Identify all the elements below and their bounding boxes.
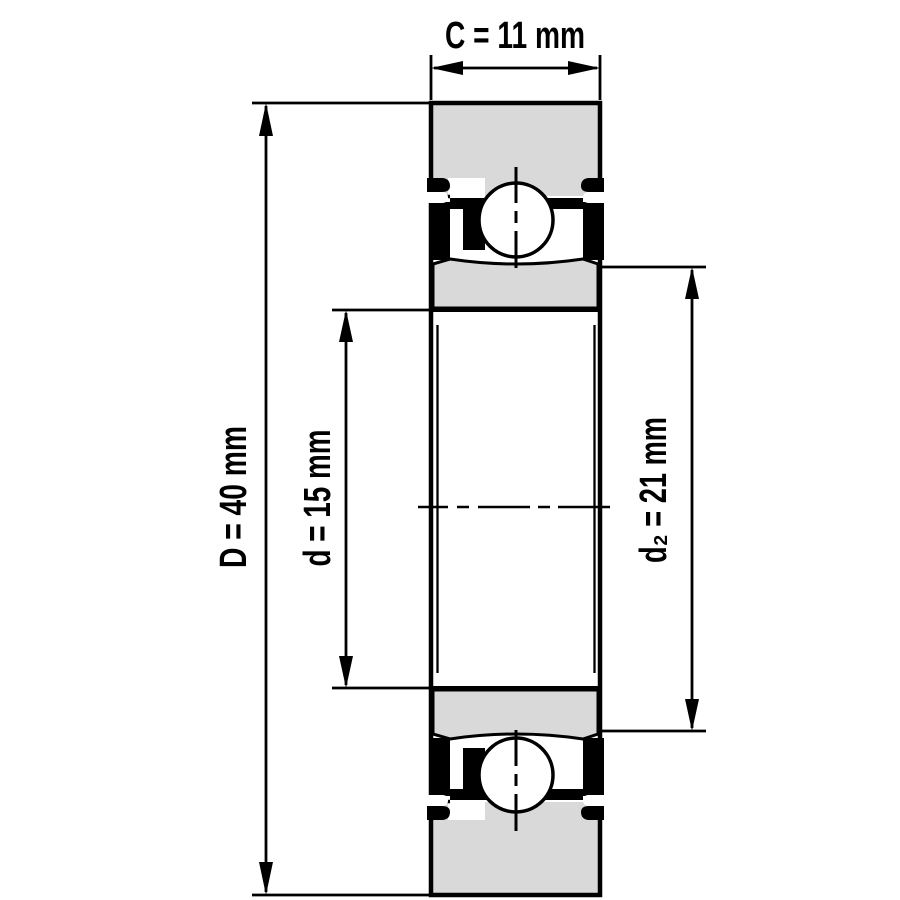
- arrowhead-top: [339, 310, 353, 342]
- dimension-d-label: d = 15 mm: [297, 430, 339, 567]
- inner-ring-top-fill: [431, 257, 600, 310]
- dimension-d2: d₂ = 21 mm: [602, 265, 706, 733]
- arrowhead-bottom: [259, 862, 273, 895]
- dimension-d: d = 15 mm: [297, 308, 429, 690]
- dimension-D-label: D = 40 mm: [213, 426, 255, 568]
- inner-ring-bottom-fill: [431, 688, 600, 741]
- arrowhead-top: [259, 103, 273, 136]
- bearing-cross-section: [416, 100, 615, 898]
- outer-raceway-relief-bottom: [448, 800, 485, 820]
- seal-bottom-left: [429, 738, 450, 796]
- seal-notch-bottom-right: [583, 795, 615, 806]
- arrowhead-bottom: [339, 656, 353, 688]
- arrowhead-left: [431, 61, 463, 75]
- seal-notch-top-right: [583, 192, 615, 203]
- bearing-outline: [428, 100, 603, 898]
- arrowhead-top: [685, 267, 699, 299]
- dimension-D: D = 40 mm: [213, 101, 431, 897]
- seal-notch-bottom-left: [416, 795, 448, 806]
- dimension-d2-label: d₂ = 21 mm: [633, 417, 675, 563]
- dimension-C: C = 11 mm: [429, 15, 602, 100]
- arrowhead-bottom: [685, 699, 699, 731]
- dimension-C-label: C = 11 mm: [445, 15, 585, 57]
- top-section: [427, 105, 604, 310]
- seal-notch-top-left: [416, 192, 448, 203]
- outer-raceway-relief: [448, 178, 485, 198]
- arrowhead-right: [568, 61, 600, 75]
- seal-top-left: [429, 202, 450, 260]
